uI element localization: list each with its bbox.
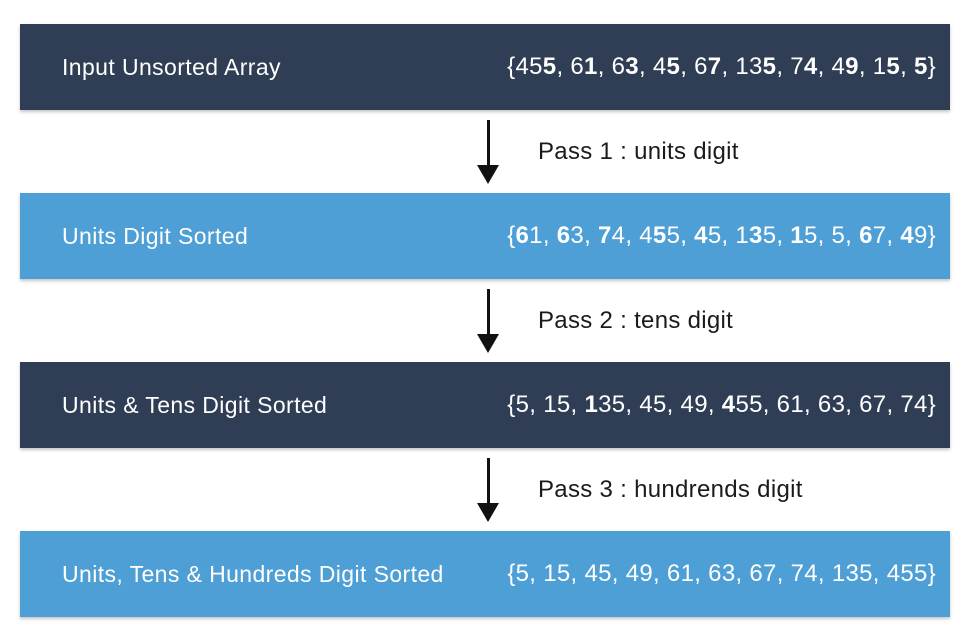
array-text: 5, xyxy=(666,222,695,249)
pass-label: Pass 3 : hundrends digit xyxy=(538,475,803,503)
array-text: 5, xyxy=(762,222,791,249)
array-text: {5, 15, xyxy=(507,391,585,418)
highlighted-digit: 6 xyxy=(515,222,530,249)
pass-1-connector: Pass 1 : units digit xyxy=(0,110,968,193)
array-values: {5, 15, 135, 45, 49, 455, 61, 63, 67, 74… xyxy=(507,391,936,419)
highlighted-digit: 6 xyxy=(556,222,571,249)
pass-label: Pass 2 : tens digit xyxy=(538,306,734,334)
highlighted-digit: 3 xyxy=(625,53,639,80)
array-text: , 4 xyxy=(638,53,667,80)
arrow-shaft xyxy=(486,288,490,334)
highlighted-digit: 5 xyxy=(914,53,928,80)
array-text: {45 xyxy=(507,53,543,80)
arrow-head xyxy=(477,164,499,184)
highlighted-digit: 1 xyxy=(584,53,598,80)
bar-label: Units Digit Sorted xyxy=(62,222,249,249)
pass-3-connector: Pass 3 : hundrends digit xyxy=(0,448,968,531)
highlighted-digit: 1 xyxy=(584,391,599,418)
array-values: {61, 63, 74, 455, 45, 135, 15, 5, 67, 49… xyxy=(507,222,936,250)
down-arrow-icon xyxy=(476,288,500,353)
pass-label: Pass 1 : units digit xyxy=(538,137,739,165)
array-text: 3, xyxy=(570,222,599,249)
array-values: {455, 61, 63, 45, 67, 135, 74, 49, 15, 5… xyxy=(507,53,936,81)
highlighted-digit: 9 xyxy=(845,53,859,80)
arrow-shaft xyxy=(486,457,490,503)
array-text: 4, 4 xyxy=(611,222,653,249)
highlighted-digit: 4 xyxy=(721,391,736,418)
array-text: , 13 xyxy=(721,53,763,80)
array-text: 7, xyxy=(872,222,901,249)
array-text: 5, 5, xyxy=(803,222,860,249)
arrow-shaft xyxy=(486,119,490,165)
array-text: , 1 xyxy=(858,53,887,80)
highlighted-digit: 5 xyxy=(542,53,557,80)
array-text: , 7 xyxy=(776,53,804,80)
bar-units-tens-digit-sorted: Units & Tens Digit Sorted {5, 15, 135, 4… xyxy=(20,362,950,448)
array-text: 5, 1 xyxy=(707,222,750,249)
highlighted-digit: 5 xyxy=(762,53,777,80)
array-text: , 6 xyxy=(680,53,708,80)
arrow-head xyxy=(477,502,499,522)
highlighted-digit: 4 xyxy=(694,222,708,249)
down-arrow-icon xyxy=(476,119,500,184)
array-text: {5, 15, 45, 49, 61, 63, 67, 74, 135, 455… xyxy=(507,560,936,587)
highlighted-digit: 5 xyxy=(652,222,667,249)
bar-label: Units & Tens Digit Sorted xyxy=(62,391,328,418)
array-text: 35, 45, 49, xyxy=(598,391,722,418)
array-text: } xyxy=(927,53,936,80)
bar-label: Input Unsorted Array xyxy=(62,53,281,80)
bar-units-digit-sorted: Units Digit Sorted {61, 63, 74, 455, 45,… xyxy=(20,193,950,279)
array-text: 55, 61, 63, 67, 74} xyxy=(735,391,936,418)
highlighted-digit: 3 xyxy=(749,222,763,249)
highlighted-digit: 4 xyxy=(900,222,915,249)
array-text: , 4 xyxy=(817,53,846,80)
highlighted-digit: 6 xyxy=(859,222,873,249)
bar-label: Units, Tens & Hundreds Digit Sorted xyxy=(62,560,444,587)
highlighted-digit: 5 xyxy=(666,53,681,80)
highlighted-digit: 4 xyxy=(803,53,818,80)
array-text: 9} xyxy=(914,222,936,249)
highlighted-digit: 5 xyxy=(886,53,901,80)
array-text: , 6 xyxy=(597,53,626,80)
highlighted-digit: 7 xyxy=(707,53,722,80)
down-arrow-icon xyxy=(476,457,500,522)
array-text: , 6 xyxy=(556,53,585,80)
array-text: 1, xyxy=(529,222,557,249)
pass-2-connector: Pass 2 : tens digit xyxy=(0,279,968,362)
highlighted-digit: 7 xyxy=(598,222,612,249)
array-text: , xyxy=(900,53,915,80)
array-values: {5, 15, 45, 49, 61, 63, 67, 74, 135, 455… xyxy=(507,560,936,588)
bar-input-unsorted-array: Input Unsorted Array {455, 61, 63, 45, 6… xyxy=(20,24,950,110)
bar-units-tens-hundreds-digit-sorted: Units, Tens & Hundreds Digit Sorted {5, … xyxy=(20,531,950,617)
array-text: { xyxy=(507,222,516,249)
highlighted-digit: 1 xyxy=(790,222,804,249)
arrow-head xyxy=(477,333,499,353)
